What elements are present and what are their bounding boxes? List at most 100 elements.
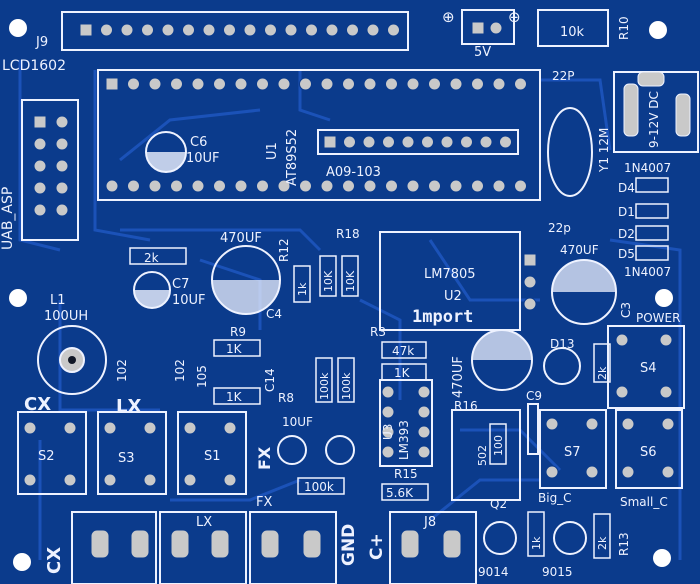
dc-label: 9-12V DC [647,91,661,148]
solder-pad [659,385,673,399]
q2-transistor [483,521,517,555]
s3-switch-outline [97,411,167,495]
solder-pad [213,77,226,91]
d2-label: D2 [618,227,635,241]
solder-pad [55,181,69,195]
solder-pad [545,417,559,431]
j9-header-outline [61,11,409,51]
solder-pad [234,77,248,91]
solder-pad [492,179,506,193]
r18a-value: 10K [322,270,335,292]
solder-pad [161,23,175,37]
solder-pad [381,425,395,439]
solder-pad [120,23,134,37]
c14-label: C14 [263,368,277,392]
r12-value: 1k [296,282,309,296]
rsmall-value: 2k [596,536,609,550]
r3a-outline [381,341,427,359]
solder-pad [63,421,77,435]
solder-pad [105,77,119,91]
solder-pad [406,179,420,193]
solder-pad [170,77,183,91]
solder-pad [499,135,512,149]
solder-pad [381,405,395,419]
d4-label: D4 [618,181,635,195]
solder-pad [342,77,355,91]
r16-label: R16 [454,399,478,413]
terminal-pad [90,529,110,559]
cap-22p-label: 22P [552,69,575,83]
solder-pad [523,253,537,267]
solder-pad [471,77,484,91]
r12-outline [293,265,311,303]
r18-label: R18 [336,227,360,241]
solder-pad [127,77,140,91]
power-5v-outline [461,9,515,45]
r100d-outline [489,423,507,465]
solder-pad [417,405,431,419]
solder-pad [256,179,269,193]
r18b-value: 10K [344,270,357,292]
r9-label: R9 [230,325,246,339]
terminal-pad [260,529,280,559]
a09-outline [317,129,519,155]
solder-pad [621,417,635,431]
solder-pads [23,21,675,559]
u2-label: U2 [444,289,462,304]
c3-label: C3 [619,302,633,318]
solder-pad [202,23,216,37]
solder-pad [256,77,269,91]
solder-pad [615,385,629,399]
solder-pad [385,179,398,193]
solder-pad [363,179,377,193]
solder-pad [382,135,395,149]
terminal-pad [400,529,420,559]
mounting-hole [13,553,31,571]
solder-pad [320,77,334,91]
solder-pad [621,465,635,479]
r12-label: R12 [277,238,291,262]
import-label: 1mport [412,307,473,327]
fx-bottom-label: FX [256,495,272,510]
solder-pad [191,77,205,91]
a09-label: A09-103 [326,165,381,180]
solder-pad [103,421,117,435]
d4-outline [635,177,669,193]
solder-pad [55,115,69,129]
solder-pad [299,77,312,91]
c470a-value: 470UF [220,231,262,246]
r2k-value: 2k [144,251,159,265]
solder-pad [417,385,431,399]
solder-pad [105,179,119,193]
cap-102a-label: 102 [115,359,129,382]
d5-outline [635,245,669,261]
solder-pad [449,77,463,91]
fx-capacitor-a [277,435,307,465]
solder-pad [79,23,93,37]
solder-pad [346,23,359,37]
c502-value: 502 [476,445,489,466]
solder-pad [545,465,559,479]
solder-pad [492,77,506,91]
solder-pad [514,179,527,193]
big-c-label: Big_C [538,491,572,505]
s2-label: S2 [38,449,55,464]
solder-pad [183,473,197,487]
c4-label: C4 [266,307,282,321]
solder-pad [33,181,47,195]
solder-pad [182,23,195,37]
solder-pad [363,77,377,91]
solder-pad [523,275,537,289]
solder-pad [33,115,47,129]
y1-crystal [547,107,593,197]
solder-pad [143,421,157,435]
solder-pad [523,297,537,311]
c9-label: C9 [526,389,542,403]
solder-pad [387,23,400,37]
dc-jack-pin [637,71,665,87]
mounting-holes [9,19,673,571]
solder-pad [366,23,380,37]
solder-pad [659,333,673,347]
solder-pad [428,77,441,91]
r2k-outline [129,247,187,265]
